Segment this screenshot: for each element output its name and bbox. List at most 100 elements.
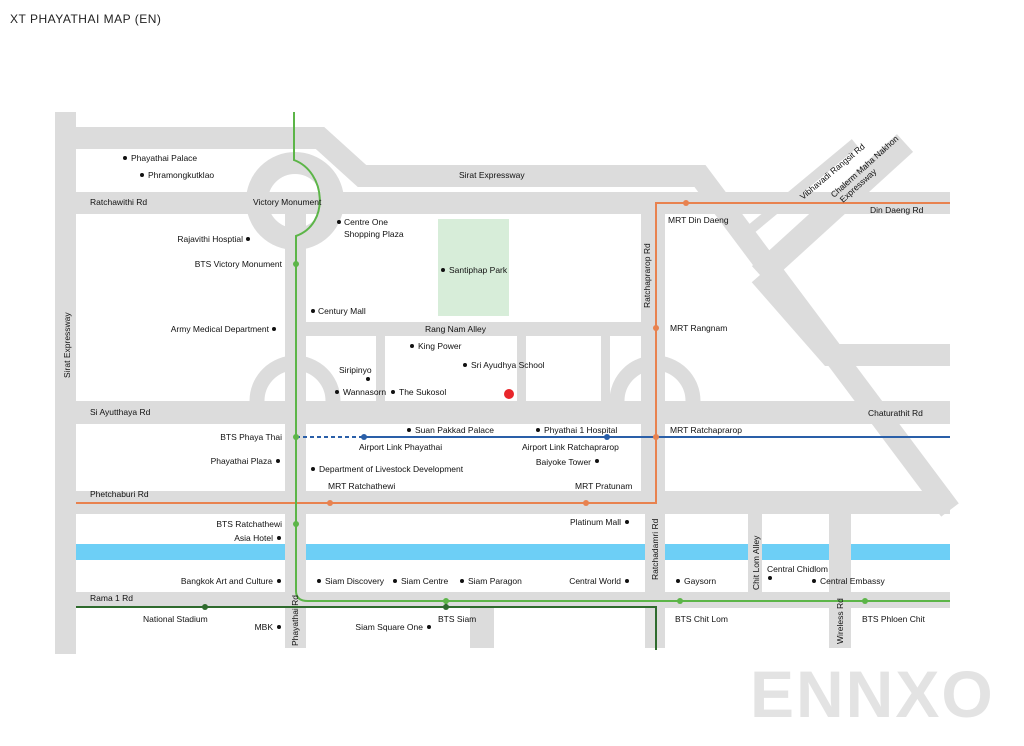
label-mrt-ratchaprarop: MRT Ratchaprarop — [670, 425, 742, 435]
project-location-marker[interactable] — [504, 389, 514, 399]
station-dot-mrt — [653, 325, 659, 331]
label-bts-phaya-thai: BTS Phaya Thai — [220, 432, 282, 442]
road-chit-lom-alley — [748, 514, 762, 594]
station-dot-bts — [293, 521, 299, 527]
station-dot-mrt — [653, 434, 659, 440]
road-soi — [470, 608, 494, 648]
road-vibhavadi — [746, 139, 859, 234]
label-ratchawithi: Ratchawithi Rd — [90, 197, 147, 207]
label-mbk: MBK — [255, 622, 274, 632]
station-dot-bts-silom — [443, 604, 449, 610]
bts-silom-line — [76, 606, 657, 650]
place-dots — [123, 156, 816, 629]
road-rang-nam — [305, 322, 647, 336]
station-dot-bts — [293, 261, 299, 267]
label-sri-ayudhya: Sri Ayudhya School — [471, 360, 545, 370]
label-centre-one-2: Shopping Plaza — [344, 229, 404, 239]
label-bacc: Bangkok Art and Culture — [181, 576, 273, 586]
road-ratchadamri — [645, 514, 665, 648]
label-mrt-rangnam: MRT Rangnam — [670, 323, 727, 333]
label-chit-lom-alley: Chit Lom Alley — [751, 535, 761, 590]
label-sirat-expressway-left: Sirat Expressway — [62, 312, 72, 378]
label-victory-monument: Victory Monument — [253, 197, 322, 207]
station-dot-bts — [293, 434, 299, 440]
label-century-mall: Century Mall — [318, 306, 366, 316]
label-phayathai-plaza: Phayathai Plaza — [211, 456, 273, 466]
road-soi — [376, 336, 385, 401]
label-mrt-pratunam: MRT Pratunam — [575, 481, 632, 491]
station-dot-mrt — [583, 500, 589, 506]
station-dot-arl — [604, 434, 610, 440]
label-suan-pakkad: Suan Pakkad Palace — [415, 425, 494, 435]
road-chaturathit-branch — [751, 267, 950, 366]
road-sirat-expressway-left — [55, 112, 76, 654]
road-soi — [601, 336, 610, 401]
bts-sukhumvit-line — [293, 112, 950, 602]
label-gaysorn: Gaysorn — [684, 576, 716, 586]
label-chaturathit: Chaturathit Rd — [868, 408, 923, 418]
label-siam-centre: Siam Centre — [401, 576, 449, 586]
label-national-stadium: National Stadium — [143, 614, 208, 624]
label-ratchaprarop: Ratchaprarop Rd — [642, 243, 652, 308]
label-livestock: Department of Livestock Development — [319, 464, 464, 474]
label-bts-phloen-chit: BTS Phloen Chit — [862, 614, 925, 624]
label-siam-square-one: Siam Square One — [355, 622, 423, 632]
label-ratchadamri: Ratchadamri Rd — [650, 518, 660, 580]
station-dot-bts — [443, 598, 449, 604]
label-phyathai1: Phyathai 1 Hospital — [544, 425, 617, 435]
label-platinum: Platinum Mall — [570, 517, 621, 527]
label-sirat-expressway-top: Sirat Expressway — [459, 170, 525, 180]
label-santiphap-park: Santiphap Park — [449, 265, 508, 275]
label-central-embassy: Central Embassy — [820, 576, 885, 586]
label-siam-discovery: Siam Discovery — [325, 576, 385, 586]
station-dots — [202, 200, 868, 610]
station-labels: BTS Victory Monument BTS Phaya Thai BTS … — [195, 215, 926, 624]
santiphap-park-area — [438, 219, 509, 316]
road-ratchaprarop — [641, 214, 665, 494]
station-dot-arl — [361, 434, 367, 440]
label-wireless: Wireless Rd — [835, 598, 845, 644]
station-dot-bts — [677, 598, 683, 604]
label-central-world: Central World — [569, 576, 621, 586]
label-baiyoke: Baiyoke Tower — [536, 457, 591, 467]
road-chalerm-expressway — [751, 134, 914, 284]
label-siam-paragon: Siam Paragon — [468, 576, 522, 586]
canal — [76, 544, 950, 560]
station-dot-bts — [862, 598, 868, 604]
label-rang-nam: Rang Nam Alley — [425, 324, 487, 334]
label-asia-hotel: Asia Hotel — [234, 533, 273, 543]
label-phayathai-palace: Phayathai Palace — [131, 153, 197, 163]
road-wireless — [829, 514, 851, 648]
label-central-chidlom: Central Chidlom — [767, 564, 828, 574]
watermark-logo: ENNXO — [750, 657, 995, 731]
label-bts-siam: BTS Siam — [438, 614, 476, 624]
station-dot-mrt — [327, 500, 333, 506]
label-si-ayutthaya: Si Ayutthaya Rd — [90, 407, 151, 417]
label-phetchaburi: Phetchaburi Rd — [90, 489, 149, 499]
station-dot-bts-silom — [202, 604, 208, 610]
road-soi — [517, 336, 526, 401]
mrt-line — [76, 202, 950, 504]
label-wannasorn: Wannasorn — [343, 387, 386, 397]
label-army-medical: Army Medical Department — [171, 324, 270, 334]
label-rama1: Rama 1 Rd — [90, 593, 133, 603]
label-din-daeng: Din Daeng Rd — [870, 205, 924, 215]
label-rajavithi: Rajavithi Hosptial — [177, 234, 243, 244]
place-labels: Phayathai Palace Phramongkutklao Victory… — [131, 153, 885, 632]
page-title: XT PHAYATHAI MAP (EN) — [10, 12, 162, 26]
label-king-power: King Power — [418, 341, 462, 351]
label-bts-ratchathewi: BTS Ratchathewi — [216, 519, 282, 529]
label-mrt-ratchathewi: MRT Ratchathewi — [328, 481, 395, 491]
label-arl-ratchaprarop: Airport Link Ratchaprarop — [522, 442, 619, 452]
label-phramongkutklao: Phramongkutklao — [148, 170, 214, 180]
label-centre-one-1: Centre One — [344, 217, 388, 227]
label-phayathai-rd: Phayathai Rd — [290, 595, 300, 646]
label-siripinyo: Siripinyo — [339, 365, 372, 375]
label-mrt-din-daeng: MRT Din Daeng — [668, 215, 729, 225]
road-si-ayutthaya — [76, 401, 950, 424]
label-arl-phayathai: Airport Link Phayathai — [359, 442, 442, 452]
label-bts-victory: BTS Victory Monument — [195, 259, 283, 269]
station-dot-mrt — [683, 200, 689, 206]
label-the-sukosol: The Sukosol — [399, 387, 446, 397]
